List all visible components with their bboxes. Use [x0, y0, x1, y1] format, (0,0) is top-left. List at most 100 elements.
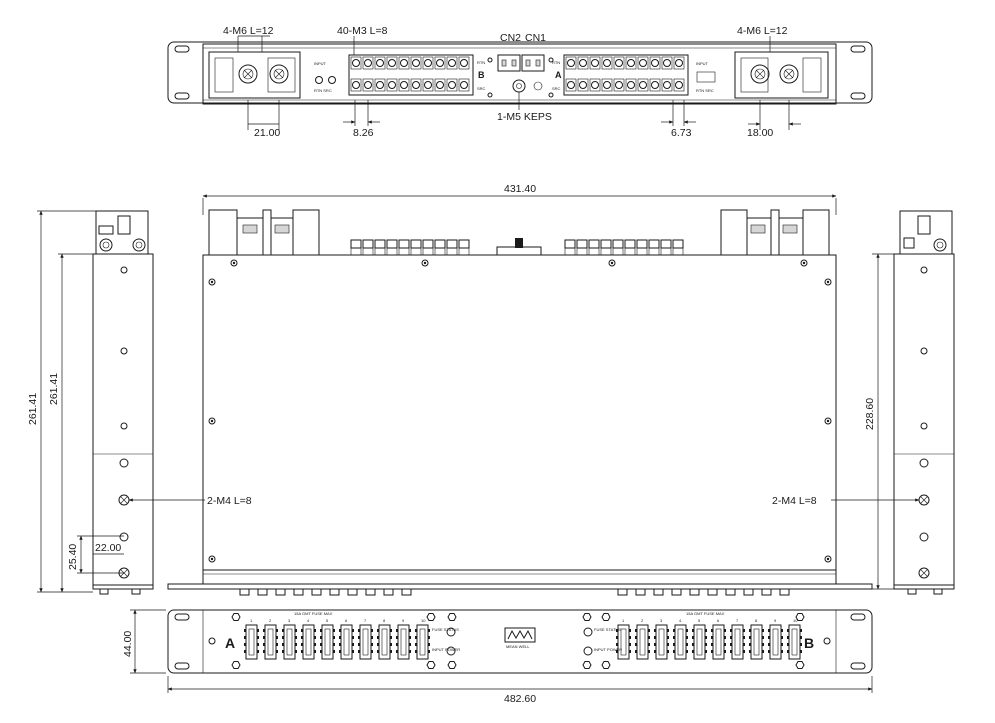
fuse-element: [248, 628, 255, 656]
fuse-pin: [749, 643, 751, 646]
fuse-holder-icon: [769, 624, 782, 660]
fuse-number: 10: [421, 618, 426, 623]
fuse-pin: [667, 643, 669, 646]
fuse-pin: [800, 636, 802, 639]
fuse-pin: [800, 643, 802, 646]
m3-screw-icon: [364, 81, 372, 89]
panel-bank-a-label: A: [225, 635, 235, 651]
fuse-pin: [648, 636, 650, 639]
fuse-pin: [358, 643, 360, 646]
fuse-pin: [635, 636, 637, 639]
front-terminal: [600, 239, 612, 249]
fuse-pin: [686, 636, 688, 639]
callout-m4-left: 2-M4 L=8: [207, 495, 252, 507]
fuse-element: [772, 628, 779, 656]
top-mount-hole: [548, 57, 554, 63]
fuse-pin: [428, 629, 430, 632]
fuse-pin: [730, 650, 732, 653]
dim-18: 18.00: [747, 127, 773, 139]
fuse-pin: [711, 629, 713, 632]
front-terminal-base: [446, 247, 458, 256]
fuse-pin: [629, 629, 631, 632]
fuse-pin: [692, 650, 694, 653]
barrier-cell: [350, 78, 362, 92]
front-terminal-base: [672, 247, 684, 256]
hex-screw-icon: [601, 661, 611, 669]
fuse-pin: [667, 636, 669, 639]
m3-screw-icon: [400, 59, 408, 67]
fuse-pin: [749, 636, 751, 639]
fuse-pin: [276, 629, 278, 632]
fuse-number: 8: [383, 618, 386, 623]
fuse-element: [753, 628, 760, 656]
fuse-pin: [333, 650, 335, 653]
fuse-pin: [762, 643, 764, 646]
top-input-terminal-right: [696, 71, 716, 83]
fuse-pin: [800, 629, 802, 632]
fuse-pin: [686, 650, 688, 653]
m3-screw-icon: [352, 81, 360, 89]
top-rtn-label-b: RTN: [477, 60, 485, 65]
front-terminal-base: [458, 247, 470, 256]
fuse-pin: [396, 643, 398, 646]
top-mount-hole: [487, 92, 493, 98]
bottom-terminal: [293, 588, 304, 596]
fuse-pin: [301, 643, 303, 646]
fuse-number: 7: [364, 618, 367, 623]
fuse-pin: [673, 643, 675, 646]
fuse-title-left: 15A GMT FUSE MAX: [294, 611, 333, 616]
fuse-pin: [711, 643, 713, 646]
barrier-cell: [410, 56, 422, 70]
chassis-screw-center: [826, 280, 830, 284]
m3-screw-icon: [436, 59, 444, 67]
m6-screw-icon: [779, 64, 799, 84]
m3-screw-icon: [591, 59, 599, 67]
fuse-element: [400, 628, 407, 656]
chassis-screw-center: [210, 557, 214, 561]
hex-screw-icon: [447, 613, 457, 621]
fuse-pin: [743, 629, 745, 632]
chassis-screw-center: [610, 261, 614, 265]
dim-8-26: 8.26: [353, 127, 374, 139]
barrier-cell: [625, 78, 637, 92]
fuse-element: [658, 628, 665, 656]
fuse-number: 7: [736, 618, 739, 623]
fuse-pin: [667, 650, 669, 653]
right-side-view: 228.60 2-M4 L=8: [772, 210, 955, 595]
input-power-label-right: INPUT POWER: [594, 647, 622, 652]
barrier-cell: [661, 78, 673, 92]
fuse-holder-icon: [788, 624, 801, 660]
fuse-pin: [352, 636, 354, 639]
ground-symbol-icon: [533, 81, 543, 91]
callout-m6-right: 4-M6 L=12: [737, 25, 788, 37]
m3-screw-icon: [603, 81, 611, 89]
top-src-label-a: SRC: [552, 86, 561, 91]
fuse-holder-icon: [283, 624, 296, 660]
fuse-pin: [390, 636, 392, 639]
fuse-pin: [377, 629, 379, 632]
fuse-pin: [654, 643, 656, 646]
barrier-cell: [422, 56, 434, 70]
barrier-cell: [613, 56, 625, 70]
fuse-element: [734, 628, 741, 656]
fuse-pin: [320, 650, 322, 653]
fuse-holder-icon: [636, 624, 649, 660]
fuse-number: 3: [288, 618, 291, 623]
fuse-holder-icon: [731, 624, 744, 660]
dim-228-60: 228.60: [864, 398, 876, 430]
front-terminal: [672, 239, 684, 249]
fuse-number: 9: [774, 618, 777, 623]
fuse-pin: [781, 629, 783, 632]
front-terminal: [588, 239, 600, 249]
fuse-pin: [371, 643, 373, 646]
left-side-view: 261.41 261.41 25.40 22.00 2-M4 L=8: [27, 210, 252, 595]
hex-screw-icon: [231, 661, 241, 669]
barrier-cell: [625, 56, 637, 70]
fuse-status-led-icon: [446, 627, 456, 637]
fuse-pin: [409, 629, 411, 632]
input-power-label-left: INPUT POWER: [432, 647, 460, 652]
front-terminal: [410, 239, 422, 249]
top-m6-block-left: [208, 51, 301, 99]
